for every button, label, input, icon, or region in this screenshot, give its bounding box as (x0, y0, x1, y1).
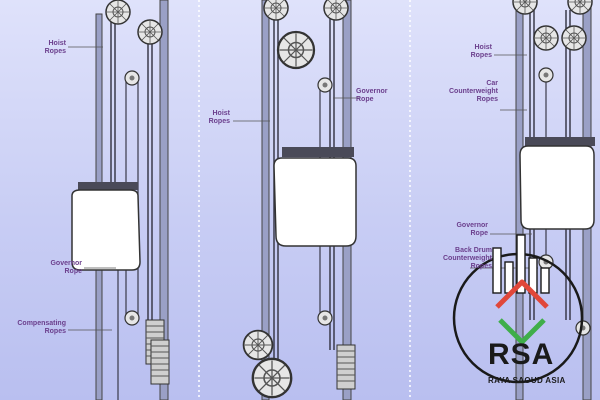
counterweight (336, 344, 356, 390)
car-sheave (533, 25, 559, 51)
label-compensating-ropes: Compensating Ropes (17, 320, 66, 335)
tension-sheave (317, 310, 333, 326)
drive-sheave (263, 0, 289, 21)
traction-sheave (276, 30, 316, 70)
logo-brand-name: RAYA SAOUD ASIA (488, 376, 566, 385)
label-governor-rope: Governor Rope (356, 88, 388, 103)
logo-letters: RSA (488, 338, 555, 371)
counterweight-sheave (561, 25, 587, 51)
logo-building-icon (540, 267, 550, 294)
governor-sheave (124, 70, 140, 86)
label-hoist-ropes: Hoist Ropes (208, 110, 230, 125)
compensating-sheave (251, 357, 293, 399)
panel-1-system (68, 0, 170, 400)
label-hoist-ropes: Hoist Ropes (44, 40, 66, 55)
logo-building-icon (492, 247, 502, 294)
panel-2-system (233, 0, 360, 400)
drive-sheave (105, 0, 131, 25)
drive-sheave (323, 0, 349, 21)
panel-3-system (470, 0, 595, 400)
label-governor-rope: Governor Rope (456, 222, 488, 237)
elevator-car (519, 145, 595, 230)
governor-sheave (317, 77, 333, 93)
logo-down-arrow-icon (498, 318, 546, 345)
governor-sheave (538, 67, 554, 83)
label-car-counterweight-ropes: Car Counterweight Ropes (449, 80, 498, 103)
logo-up-arrow-icon (495, 279, 549, 309)
elevator-car (273, 157, 357, 247)
compensating-sheave (242, 329, 274, 361)
label-hoist-ropes: Hoist Ropes (470, 44, 492, 59)
counterweight (150, 339, 170, 385)
deflector-sheave (137, 19, 163, 45)
logo-building-icon (516, 234, 526, 294)
logo-building-icon (504, 261, 514, 294)
label-back-drum-counterweight-ropes: Back Drum Counterweight Ropes (443, 247, 492, 270)
elevator-car (71, 189, 141, 271)
label-governor-rope: Governor Rope (50, 260, 82, 275)
rsa-logo (452, 234, 584, 384)
tension-sheave (124, 310, 140, 326)
